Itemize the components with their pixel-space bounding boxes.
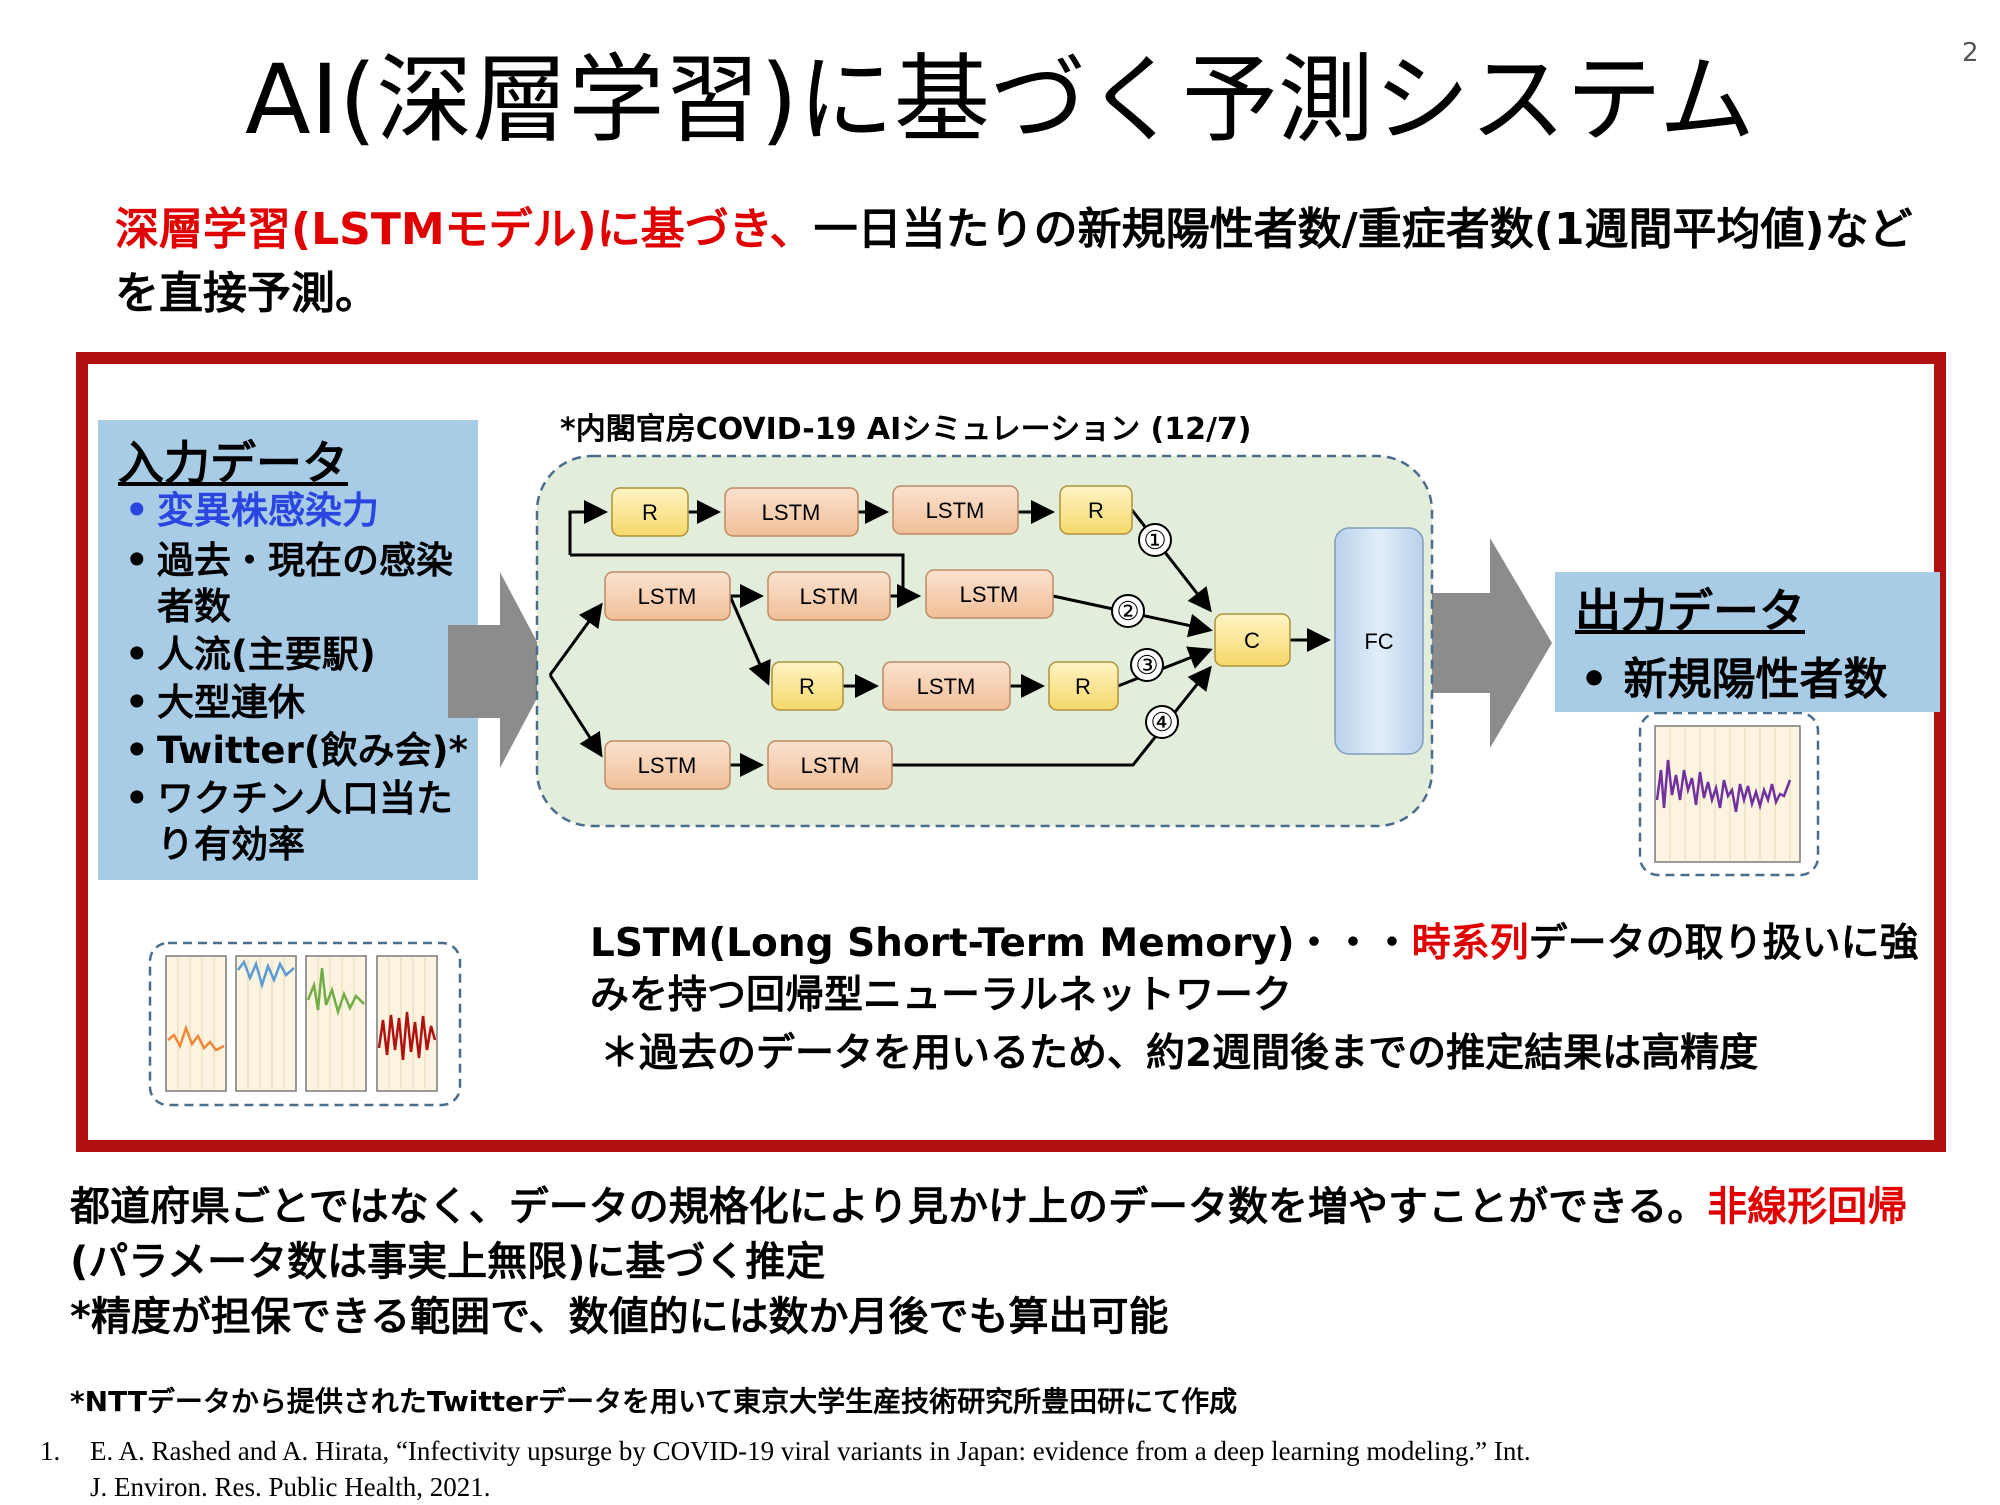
lstm-node (925, 569, 1054, 619)
branch-label-1: ① (1143, 525, 1166, 555)
r-node (1048, 661, 1119, 711)
input-data-heading: 入力データ (118, 436, 348, 490)
lstm-node-label: LSTM (926, 498, 985, 523)
lstm-node-label: LSTM (638, 584, 697, 609)
lstm-node-label: LSTM (801, 753, 860, 778)
lstm-node (604, 740, 731, 790)
output-data-heading: 出力データ (1575, 584, 1805, 638)
edge (728, 595, 771, 686)
fc-node (1334, 527, 1424, 755)
input-item-twitter: •Twitter(飲み会)* (125, 729, 468, 772)
input-arrow (448, 572, 552, 768)
output-item-new-cases: • 新規陽性者数 (1580, 654, 1888, 705)
series-blue (237, 959, 295, 990)
r-node (771, 661, 844, 711)
lstm-node-label: LSTM (800, 584, 859, 609)
lstm-node-label: LSTM (960, 582, 1019, 607)
lstm-node (724, 487, 859, 537)
series-green (306, 967, 365, 1017)
bottom-description: 都道府県ごとではなく、データの規格化により見かけ上のデータ数を増やすことができる… (70, 1184, 1908, 1340)
slide-subtitle: 深層学習(LSTMモデル)に基づき、一日当たりの新規陽性者数/重症者数(1週間平… (115, 198, 1915, 326)
input-item-vaccine: •ワクチン人口当たり有効率 (125, 777, 453, 866)
c-node (1214, 613, 1291, 667)
r-node (1059, 485, 1133, 535)
r-node-label: R (1088, 498, 1104, 523)
edge (1117, 646, 1213, 688)
edge (548, 602, 603, 676)
subtitle-highlight: 深層学習(LSTMモデル)に基づき、 (115, 204, 814, 255)
lstm-node-label: LSTM (762, 500, 821, 525)
series-purple (1655, 759, 1792, 813)
lstm-node (767, 571, 891, 621)
page-number: 2 (1962, 38, 1979, 68)
input-series-frame (148, 941, 462, 1107)
branch-label-2: ② (1116, 596, 1139, 626)
output-arrow (1428, 538, 1552, 748)
simulation-label: *内閣官房COVID-19 AIシミュレーション (12/7) (560, 412, 1252, 447)
edge (548, 674, 603, 758)
network-background (535, 454, 1434, 828)
lstm-node-label: LSTM (638, 753, 697, 778)
branch-label-4: ④ (1150, 707, 1173, 737)
edge (568, 500, 608, 555)
footnote: *NTTデータから提供されたTwitterデータを用いて東京大学生産技術研究所豊… (70, 1385, 1238, 1418)
subtitle-text: 一日当たりの新規陽性者数/重症者数(1週間平均値)などを直接予測。 (115, 204, 1913, 319)
lstm-description: LSTM(Long Short-Term Memory)・・・時系列データの取り… (590, 921, 1919, 1018)
input-item-infections: •過去・現在の感染者数 (125, 539, 453, 628)
slide-title: AI(深層学習)に基づく予測システム (244, 44, 1755, 156)
input-data-box (98, 420, 478, 880)
output-series-frame (1638, 711, 1820, 877)
input-item-variant: •変異株感染力 (125, 489, 379, 532)
c-node-label: C (1244, 628, 1260, 653)
input-item-holidays: •大型連休 (125, 681, 305, 724)
lstm-node (892, 485, 1019, 535)
branch-label-3: ③ (1135, 650, 1158, 680)
fc-node-label: FC (1364, 629, 1393, 654)
series-orange (167, 1024, 225, 1052)
reference: 1.E. A. Rashed and A. Hirata, “Infectivi… (40, 1436, 1531, 1502)
r-node-label: R (642, 500, 658, 525)
r-node (611, 487, 689, 537)
r-node-label: R (1075, 674, 1091, 699)
lstm-node-label: LSTM (917, 674, 976, 699)
r-node-label: R (799, 674, 815, 699)
lstm-node (882, 661, 1011, 711)
lstm-note: ＊過去のデータを用いるため、約2週間後までの推定結果は高精度 (600, 1031, 1759, 1076)
series-red (377, 1011, 437, 1061)
edge (892, 665, 1212, 767)
output-data-box (1555, 572, 1940, 712)
lstm-node (604, 571, 731, 621)
input-item-mobility: •人流(主要駅) (125, 633, 376, 676)
lstm-node (767, 740, 893, 790)
